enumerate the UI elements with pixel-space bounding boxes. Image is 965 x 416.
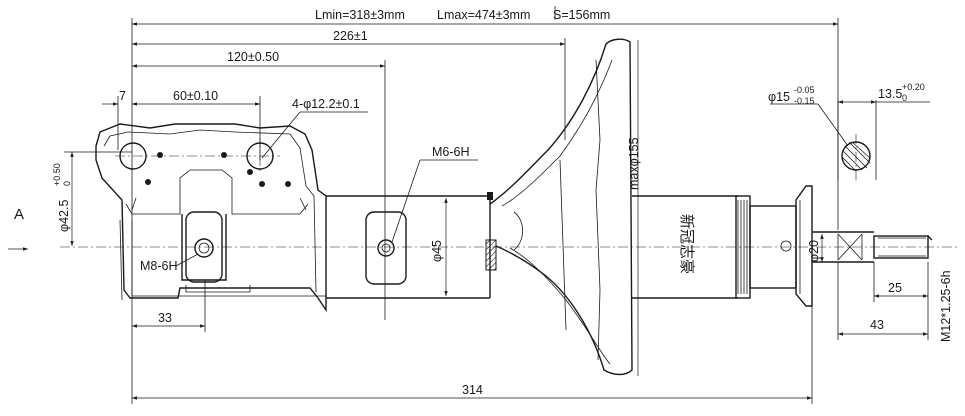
bracket-tube [181, 214, 227, 281]
bracket-boss [185, 211, 223, 283]
dim-42-upper: +0.50 [52, 163, 62, 186]
m8-hole [194, 238, 214, 258]
dim-15-leader [817, 103, 849, 147]
dim-33-label: 33 [158, 311, 172, 325]
dim-226-label: 226±1 [333, 29, 368, 43]
dim-42-label: φ42.5 [57, 200, 71, 232]
lmax-label: Lmax=474±3mm [437, 8, 530, 22]
dim-45-label: φ45 [430, 240, 444, 262]
detail-section [837, 100, 877, 180]
dim-13-upper: +0.20 [902, 82, 925, 92]
lmin-label: Lmin=318±3mm [315, 8, 405, 22]
dim-60-label: 60±0.10 [173, 89, 218, 103]
dim-15-upper: -0.05 [794, 85, 815, 95]
dim-7-label: 7 [119, 89, 126, 103]
weld-mark [487, 192, 493, 200]
dim-43-label: 43 [870, 318, 884, 332]
dim-13-label: 13.5 [878, 87, 902, 101]
piston-rod [812, 231, 933, 263]
upper-body [632, 185, 813, 307]
m6-leader [391, 159, 421, 243]
bracket-dots [145, 152, 291, 187]
dim-42-lower: 0 [62, 181, 72, 186]
m8-label: M8-6H [140, 259, 178, 273]
brand-marking: 新冠志豪 [678, 214, 696, 274]
stroke-label: S=156mm [553, 8, 610, 22]
holes-label: 4-φ12.2±0.1 [292, 97, 360, 111]
dim-15-lower: -0.15 [794, 96, 815, 106]
m8-leader [175, 253, 199, 267]
view-marker-label: A [14, 206, 24, 223]
upper-mount-mark [780, 240, 792, 252]
dim-15-label: φ15 [768, 90, 790, 104]
dim-25-label: 25 [888, 281, 902, 295]
m6-hole-inner [381, 243, 391, 253]
m6-label: M6-6H [432, 145, 470, 159]
dim-13-lower: 0 [902, 93, 907, 103]
m8-hole-inner [198, 242, 210, 254]
knuckle-bracket [95, 123, 327, 313]
m12-thread-label: M12*1.25-6h [939, 270, 953, 342]
holes-leader [261, 111, 301, 159]
m6-bracket [365, 211, 407, 285]
hatched-seal [485, 239, 497, 271]
dim-314-label: 314 [462, 383, 483, 397]
dim-155-label: maxφ155 [627, 137, 641, 190]
dim-20-label: φ20 [807, 240, 821, 262]
dim-120-label: 120±0.50 [227, 50, 279, 64]
spring-seat [489, 38, 633, 376]
m6-hole [377, 239, 395, 257]
